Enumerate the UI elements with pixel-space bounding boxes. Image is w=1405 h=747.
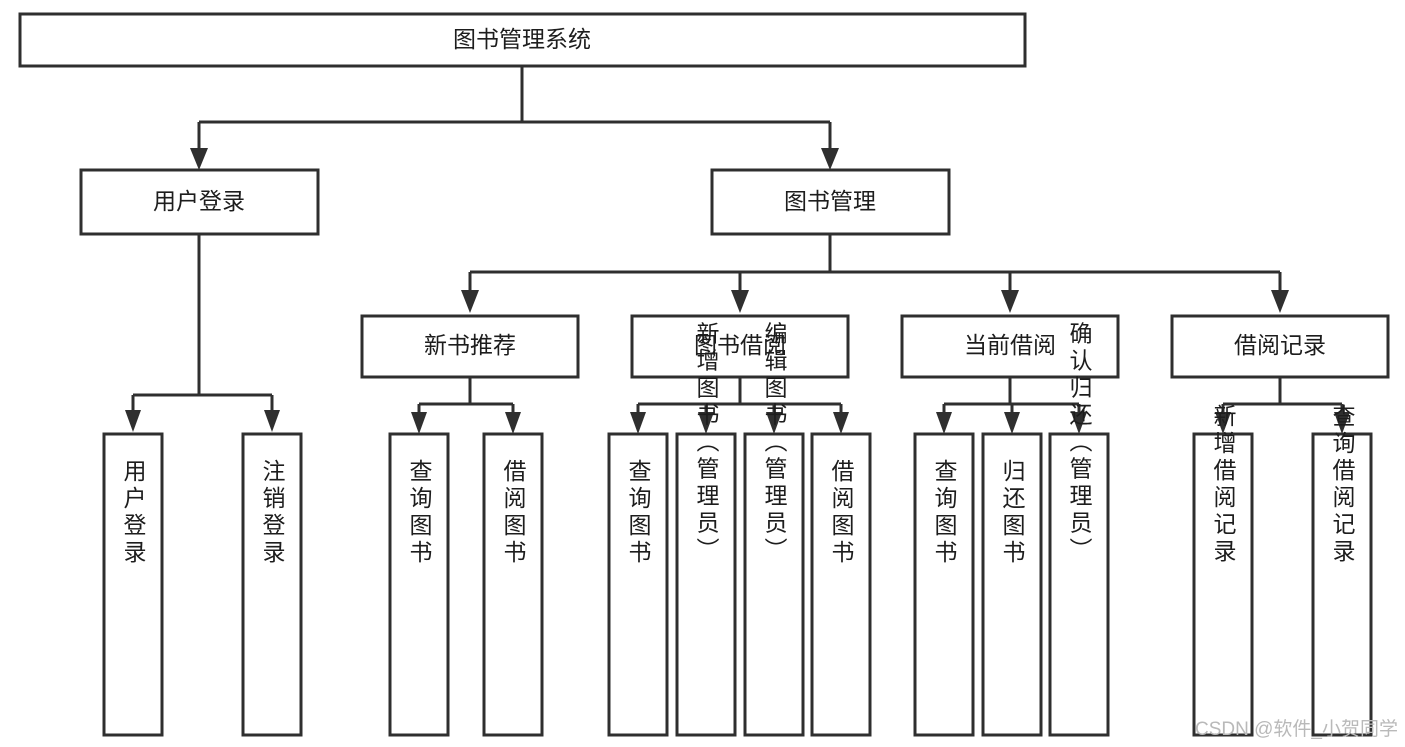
connector-group-newbook — [411, 377, 521, 434]
arrowhead-leaf-edit-book — [766, 412, 782, 434]
node-leaf-edit-book-label: 编辑图书（管理员） — [761, 322, 788, 565]
node-leaf-borrow-book-1-label: 借阅图书 — [500, 459, 527, 567]
node-leaf-query-book-3[interactable]: 查询图书 — [913, 432, 975, 737]
arrowhead-book-borrow — [731, 290, 749, 313]
node-root-system-box[interactable] — [18, 12, 1027, 68]
node-leaf-borrow-book-2[interactable]: 借阅图书 — [810, 432, 872, 737]
node-book-management[interactable]: 图书管理 — [710, 168, 951, 236]
node-root-system-label: 图书管理系统 — [453, 26, 591, 52]
arrowhead-leaf-query-book-1 — [411, 412, 427, 434]
node-new-book-recommend-label: 新书推荐 — [424, 332, 516, 358]
node-leaf-add-book[interactable]: 新增图书（管理员） — [675, 322, 737, 737]
arrowhead-current-borrow — [1001, 290, 1019, 313]
arrowhead-leaf-query-book-2 — [630, 412, 646, 434]
node-user-login-label: 用户登录 — [153, 188, 245, 214]
node-leaf-query-book-3-label: 查询图书 — [931, 459, 958, 567]
node-leaf-query-book-2-box[interactable] — [607, 432, 669, 737]
node-leaf-add-record-box[interactable] — [1192, 432, 1254, 737]
node-leaf-borrow-book-1[interactable]: 借阅图书 — [482, 432, 544, 737]
connector-group-bookborrow — [630, 377, 849, 434]
node-leaf-query-book-1-label: 查询图书 — [406, 459, 433, 567]
node-book-management-label: 图书管理 — [784, 188, 876, 214]
node-new-book-recommend-box[interactable] — [360, 314, 580, 379]
node-leaf-logout-box[interactable] — [241, 432, 303, 737]
node-leaf-return-book-label: 归还图书 — [999, 459, 1026, 567]
arrowhead-leaf-query-book-3 — [936, 412, 952, 434]
node-leaf-edit-book[interactable]: 编辑图书（管理员） — [743, 322, 805, 737]
arrowhead-leaf-borrow-book-2 — [833, 412, 849, 434]
node-borrow-record[interactable]: 借阅记录 — [1170, 314, 1390, 379]
arrowhead-leaf-logout — [264, 410, 280, 432]
node-leaf-logout[interactable]: 注销登录 — [241, 432, 303, 737]
node-book-borrow-label: 图书借阅 — [694, 332, 786, 358]
node-leaf-borrow-book-2-label: 借阅图书 — [828, 459, 855, 567]
node-leaf-user-login-box[interactable] — [102, 432, 164, 737]
arrowhead-bookmgmt — [821, 148, 839, 170]
node-leaf-query-book-3-box[interactable] — [913, 432, 975, 737]
connector-group-root — [190, 66, 839, 170]
node-leaf-logout-label: 注销登录 — [259, 459, 286, 567]
node-leaf-query-book-2[interactable]: 查询图书 — [607, 432, 669, 737]
arrowhead-new-book-recommend — [461, 290, 479, 313]
node-leaf-confirm-return[interactable]: 确认归还（管理员） — [1048, 322, 1110, 737]
node-leaf-add-book-box[interactable] — [675, 432, 737, 737]
arrowhead-leaf-confirm-return — [1071, 412, 1087, 434]
node-borrow-record-label: 借阅记录 — [1234, 332, 1326, 358]
arrowhead-leaf-add-book — [698, 412, 714, 434]
arrowhead-leaf-return-book — [1004, 412, 1020, 434]
node-new-book-recommend[interactable]: 新书推荐 — [360, 314, 580, 379]
node-user-login-box[interactable] — [79, 168, 320, 236]
node-leaf-confirm-return-label: 确认归还（管理员） — [1066, 322, 1093, 565]
node-leaf-query-book-2-label: 查询图书 — [625, 459, 652, 567]
node-leaf-query-record-box[interactable] — [1311, 432, 1373, 737]
arrowhead-leaf-borrow-book-1 — [505, 412, 521, 434]
node-leaf-query-record-label: 查询借阅记录 — [1329, 404, 1356, 566]
node-root-system[interactable]: 图书管理系统 — [18, 12, 1027, 68]
node-leaf-add-record-label: 新增借阅记录 — [1210, 404, 1237, 566]
node-leaf-user-login[interactable]: 用户登录 — [102, 432, 164, 737]
node-leaf-add-record[interactable]: 新增借阅记录 — [1192, 404, 1254, 737]
node-user-login[interactable]: 用户登录 — [79, 168, 320, 236]
node-leaf-borrow-book-2-box[interactable] — [810, 432, 872, 737]
node-leaf-edit-book-box[interactable] — [743, 432, 805, 737]
arrowhead-userlogin — [190, 148, 208, 170]
node-current-borrow[interactable]: 当前借阅 — [900, 314, 1120, 379]
node-book-management-box[interactable] — [710, 168, 951, 236]
connector-group-bookmgmt — [461, 234, 1289, 313]
node-current-borrow-label: 当前借阅 — [964, 332, 1056, 358]
node-leaf-borrow-book-1-box[interactable] — [482, 432, 544, 737]
arrowhead-leaf-query-record — [1334, 412, 1350, 434]
node-leaf-query-book-1[interactable]: 查询图书 — [388, 432, 450, 737]
arrowhead-borrow-record — [1271, 290, 1289, 313]
node-leaf-return-book-box[interactable] — [981, 432, 1043, 737]
node-leaf-query-book-1-box[interactable] — [388, 432, 450, 737]
connector-group-borrowrecord — [1215, 377, 1350, 434]
arrowhead-leaf-user-login — [125, 410, 141, 432]
connector-group-userlogin — [125, 234, 280, 432]
connector-group-currentborrow — [936, 377, 1087, 434]
node-leaf-query-record[interactable]: 查询借阅记录 — [1311, 404, 1373, 737]
node-leaf-user-login-label: 用户登录 — [120, 459, 147, 567]
arrowhead-leaf-add-record — [1215, 412, 1231, 434]
node-book-borrow[interactable]: 图书借阅 — [630, 314, 850, 379]
node-borrow-record-box[interactable] — [1170, 314, 1390, 379]
node-book-borrow-box[interactable] — [630, 314, 850, 379]
node-leaf-return-book[interactable]: 归还图书 — [981, 432, 1043, 737]
node-current-borrow-box[interactable] — [900, 314, 1120, 379]
watermark: CSDN @软件_小贺同学 — [1195, 718, 1398, 740]
node-leaf-confirm-return-box[interactable] — [1048, 432, 1110, 737]
node-leaf-add-book-label: 新增图书（管理员） — [693, 322, 720, 565]
